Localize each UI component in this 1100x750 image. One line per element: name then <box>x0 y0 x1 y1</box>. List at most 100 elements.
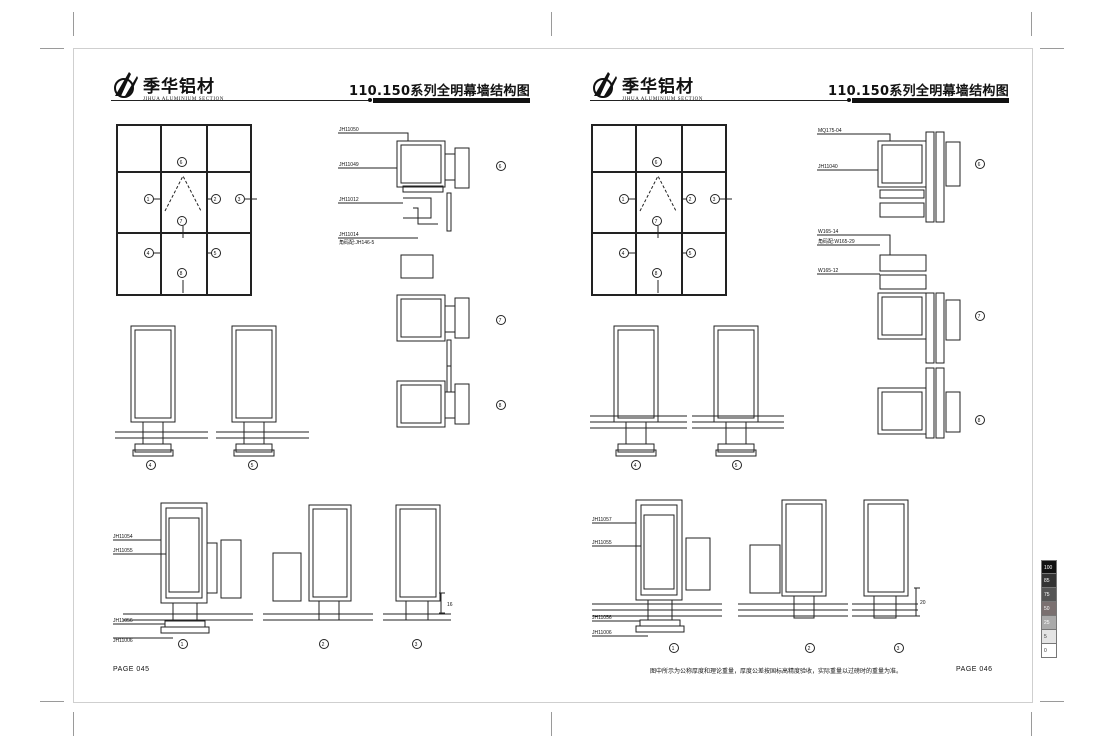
page-title: 110.150系列全明幕墙结构图 <box>827 84 1009 99</box>
part-label: JH11057 <box>592 517 612 523</box>
part-label: 角码配:JH146-5 <box>339 239 375 246</box>
callout-1-label: 1 <box>622 197 625 203</box>
callout-1 <box>178 639 188 649</box>
bottom-section-3 <box>852 499 920 619</box>
bottom-section-1 <box>592 499 722 637</box>
part-label: JH11054 <box>113 534 133 540</box>
page-number: PAGE 045 <box>113 666 150 673</box>
callout-7 <box>496 315 506 325</box>
swatch-0: 0 <box>1041 644 1057 658</box>
brand-logo: 季华铝材 JIHUA ALUMINIUM SECTION <box>590 70 720 110</box>
bottom-section-3 <box>383 504 451 621</box>
callout-5 <box>248 460 258 470</box>
callout-8-label: 8 <box>499 403 502 409</box>
transom-section-6 <box>817 131 961 223</box>
callout-1-label: 1 <box>181 642 184 648</box>
callout-6 <box>496 161 506 171</box>
brand-logo: 季华铝材 JIHUA ALUMINIUM SECTION <box>111 70 241 110</box>
right-page: 季华铝材 JIHUA ALUMINIUM SECTION 110.150系列全明… <box>552 48 1031 701</box>
mullion-section-4 <box>115 325 208 457</box>
callout-8-label: 8 <box>978 418 981 424</box>
header-rule <box>111 100 371 101</box>
part-label: JH11006 <box>113 638 133 644</box>
transom-section-7 <box>817 234 961 364</box>
callout-7-label: 7 <box>655 219 658 225</box>
callout-4-label: 4 <box>149 463 152 469</box>
part-label: JH11012 <box>339 197 359 203</box>
bottom-section-2 <box>738 499 848 619</box>
transom-section-7 <box>396 254 470 367</box>
part-label: JH11050 <box>339 127 359 133</box>
callout-8 <box>496 400 506 410</box>
callout-3 <box>412 639 422 649</box>
swatch-50: 50 <box>1041 602 1057 616</box>
callout-8-label: 8 <box>655 271 658 277</box>
header-rule-dot <box>847 98 851 102</box>
callout-6-label: 6 <box>180 160 183 166</box>
structure-drawing <box>113 124 506 649</box>
drawing-labels: 6 1 2 3 7 4 5 8 4 5 6 7 8 1 2 3 JH11050 … <box>113 127 502 648</box>
callout-1-label: 1 <box>672 646 675 652</box>
brand-name-cn: 季华铝材 <box>143 77 215 97</box>
header-rule <box>590 100 850 101</box>
brand-name-en: JIHUA ALUMINIUM SECTION <box>622 97 703 102</box>
dimension-label: 20 <box>920 600 926 606</box>
mullion-section-4 <box>590 325 687 457</box>
crop-mark <box>1040 48 1064 49</box>
callout-5-label: 5 <box>689 251 692 257</box>
crop-mark <box>1040 701 1064 702</box>
callout-8 <box>177 268 187 278</box>
bottom-section-1 <box>113 502 253 639</box>
transom-section-8 <box>396 365 470 428</box>
transom-section-8 <box>877 367 961 439</box>
logo-mark-icon <box>593 72 617 98</box>
callout-8-label: 8 <box>180 271 183 277</box>
curtain-wall-elevation <box>591 124 727 296</box>
crop-mark <box>551 12 552 36</box>
logo-mark-icon <box>114 72 138 98</box>
part-label: JH11055 <box>592 540 612 546</box>
page-number: PAGE 046 <box>956 666 993 673</box>
crop-mark <box>551 712 552 736</box>
part-label: JH11056 <box>113 618 133 624</box>
callout-5-label: 5 <box>251 463 254 469</box>
callout-7 <box>177 216 187 226</box>
part-label: JH11055 <box>113 548 133 554</box>
transom-section-6 <box>338 132 470 239</box>
curtain-wall-elevation <box>116 124 252 296</box>
crop-mark <box>40 701 64 702</box>
part-label: JH11056 <box>592 615 612 621</box>
swatch-85: 85 <box>1041 574 1057 588</box>
callout-2-label: 2 <box>808 646 811 652</box>
callout-2 <box>319 639 329 649</box>
swatch-100: 100 <box>1041 560 1057 574</box>
header-bar <box>852 98 1009 103</box>
callout-4-label: 4 <box>622 251 625 257</box>
callout-2-label: 2 <box>322 642 325 648</box>
callout-3-label: 3 <box>238 197 241 203</box>
swatch-25: 25 <box>1041 616 1057 630</box>
callout-2-label: 2 <box>214 197 217 203</box>
page-title: 110.150系列全明幕墙结构图 <box>348 84 530 99</box>
brand-name-cn: 季华铝材 <box>622 77 694 97</box>
bottom-section-2 <box>263 504 373 621</box>
part-label: JH11049 <box>339 162 359 168</box>
part-label: MQ175-04 <box>818 128 842 134</box>
callout-2-label: 2 <box>689 197 692 203</box>
elevation-callouts <box>619 157 732 278</box>
weight-note: 图中所示为公称厚度和理论重量，厚度公差按国标高精度验收，实际重量以过磅时的重量为… <box>650 668 903 675</box>
callout-7-label: 7 <box>978 314 981 320</box>
part-label: JH11006 <box>592 630 612 636</box>
color-scale: 100 85 75 50 25 5 0 <box>1041 560 1057 658</box>
callout-3-label: 3 <box>415 642 418 648</box>
crop-mark <box>40 48 64 49</box>
swatch-75: 75 <box>1041 588 1057 602</box>
elevation-callouts <box>144 157 257 278</box>
callout-7-label: 7 <box>180 219 183 225</box>
callout-5-label: 5 <box>214 251 217 257</box>
callout-3 <box>235 194 245 204</box>
callout-1-label: 1 <box>147 197 150 203</box>
part-label: 角码配:W165-29 <box>818 238 855 245</box>
part-label: W165-12 <box>818 268 839 274</box>
swatch-5: 5 <box>1041 630 1057 644</box>
